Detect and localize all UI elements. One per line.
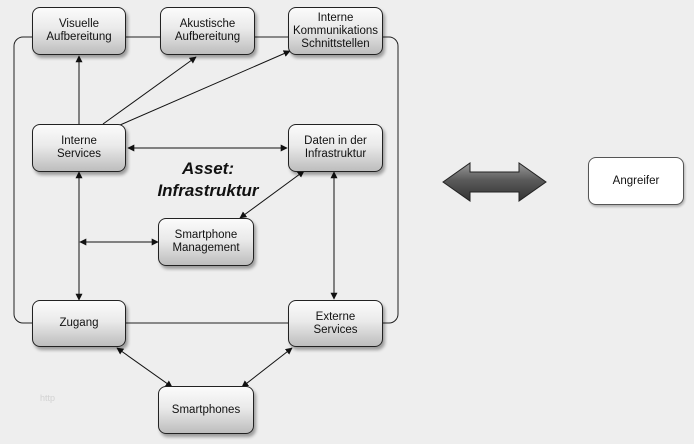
node-smartphone-management: Smartphone Management [158, 218, 254, 266]
node-externe-services: Externe Services [288, 300, 383, 347]
node-smartphones: Smartphones [158, 386, 254, 434]
node-daten-in-der-infrastruktur: Daten in der Infrastruktur [288, 124, 383, 172]
double-arrow-icon [442, 162, 547, 202]
node-interne-services: Interne Services [32, 124, 126, 172]
node-angreifer: Angreifer [588, 157, 684, 205]
node-zugang: Zugang [32, 300, 126, 347]
node-akustische-aufbereitung: Akustische Aufbereitung [160, 7, 255, 55]
edge-zugang-smartphones [116, 347, 173, 388]
edge-smartphone-mgmt-daten [239, 170, 305, 219]
edge-externe-services-smartphones [241, 347, 293, 388]
edge-interne-services-interne-komm [119, 50, 291, 126]
node-interne-kommunikations-schnittstellen: Interne Kommunikations Schnittstellen [288, 7, 383, 55]
watermark: http [40, 393, 56, 403]
node-visuelle-aufbereitung: Visuelle Aufbereitung [32, 7, 126, 55]
infrastructure-title: Asset: Infrastruktur [157, 159, 259, 200]
edge-interne-services-akustische [102, 56, 197, 125]
